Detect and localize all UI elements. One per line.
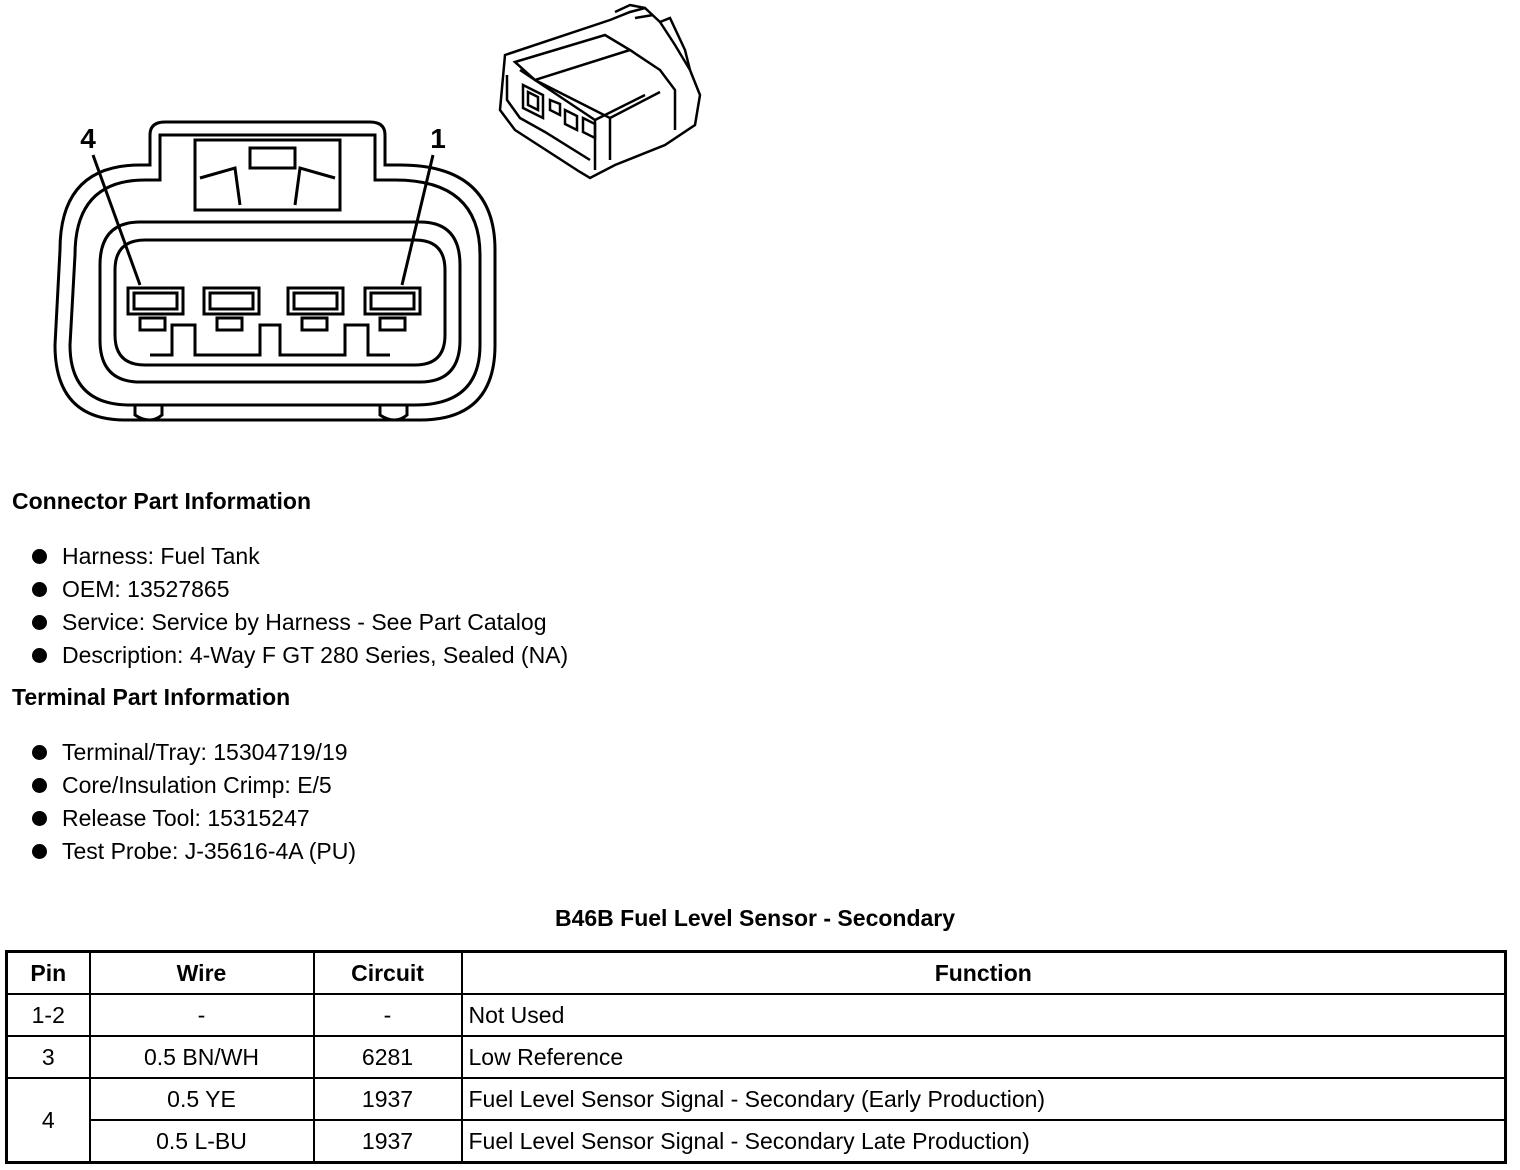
- pin-table: Pin Wire Circuit Function 1-2 - - Not Us…: [5, 950, 1507, 1164]
- cell-wire: -: [88, 993, 315, 1037]
- bullet-icon: [32, 778, 47, 793]
- bullet-icon: [32, 844, 47, 859]
- header-pin: Pin: [5, 950, 91, 995]
- terminal-info-list: Terminal/Tray: 15304719/19 Core/Insulati…: [12, 736, 356, 868]
- table-row: 4 0.5 YE 1937 Fuel Level Sensor Signal -…: [5, 1077, 1507, 1164]
- list-item: Harness: Fuel Tank: [12, 540, 568, 573]
- table-row: 1-2 - - Not Used: [5, 993, 1507, 1037]
- table-header-row: Pin Wire Circuit Function: [5, 950, 1507, 995]
- list-item: Release Tool: 15315247: [12, 802, 356, 835]
- header-function: Function: [460, 950, 1507, 995]
- cell-pin: 1-2: [5, 993, 91, 1037]
- connector-info-list: Harness: Fuel Tank OEM: 13527865 Service…: [12, 540, 568, 672]
- header-circuit: Circuit: [312, 950, 463, 995]
- cell-circuit: 1937: [312, 1119, 463, 1164]
- bullet-icon: [32, 745, 47, 760]
- cell-function: Fuel Level Sensor Signal - Secondary (Ea…: [460, 1077, 1507, 1121]
- cell-function: Low Reference: [460, 1035, 1507, 1079]
- connector-info-title: Connector Part Information: [12, 488, 312, 514]
- cell-pin: 3: [5, 1035, 91, 1079]
- cell-wire: 0.5 L-BU: [88, 1119, 315, 1164]
- pin-label-4: 4: [80, 123, 96, 154]
- bullet-icon: [32, 648, 47, 663]
- cell-function: Not Used: [460, 993, 1507, 1037]
- cell-pin: 4: [5, 1077, 91, 1164]
- table-row: 3 0.5 BN/WH 6281 Low Reference: [5, 1035, 1507, 1079]
- list-item: Test Probe: J-35616-4A (PU): [12, 835, 356, 868]
- cell-function: Fuel Level Sensor Signal - Secondary Lat…: [460, 1119, 1507, 1164]
- table-row: 0.5 L-BU 1937 Fuel Level Sensor Signal -…: [7, 1119, 1507, 1164]
- bullet-icon: [32, 811, 47, 826]
- cell-circuit: 6281: [312, 1035, 463, 1079]
- header-wire: Wire: [88, 950, 315, 995]
- cell-circuit: -: [312, 993, 463, 1037]
- list-item: OEM: 13527865: [12, 573, 568, 606]
- connector-isometric-view: [498, 3, 702, 180]
- list-item: Description: 4-Way F GT 280 Series, Seal…: [12, 639, 568, 672]
- cell-wire: 0.5 YE: [88, 1077, 315, 1121]
- pin-label-1: 1: [430, 123, 446, 154]
- cell-wire: 0.5 BN/WH: [88, 1035, 315, 1079]
- list-item: Terminal/Tray: 15304719/19: [12, 736, 356, 769]
- connector-face-diagram: 4 1: [53, 120, 497, 422]
- list-item: Core/Insulation Crimp: E/5: [12, 769, 356, 802]
- bullet-icon: [32, 582, 47, 597]
- terminal-info-title: Terminal Part Information: [12, 684, 291, 710]
- list-item: Service: Service by Harness - See Part C…: [12, 606, 568, 639]
- bullet-icon: [32, 549, 47, 564]
- cell-circuit: 1937: [312, 1077, 463, 1121]
- bullet-icon: [32, 615, 47, 630]
- table-title: B46B Fuel Level Sensor - Secondary: [554, 905, 956, 931]
